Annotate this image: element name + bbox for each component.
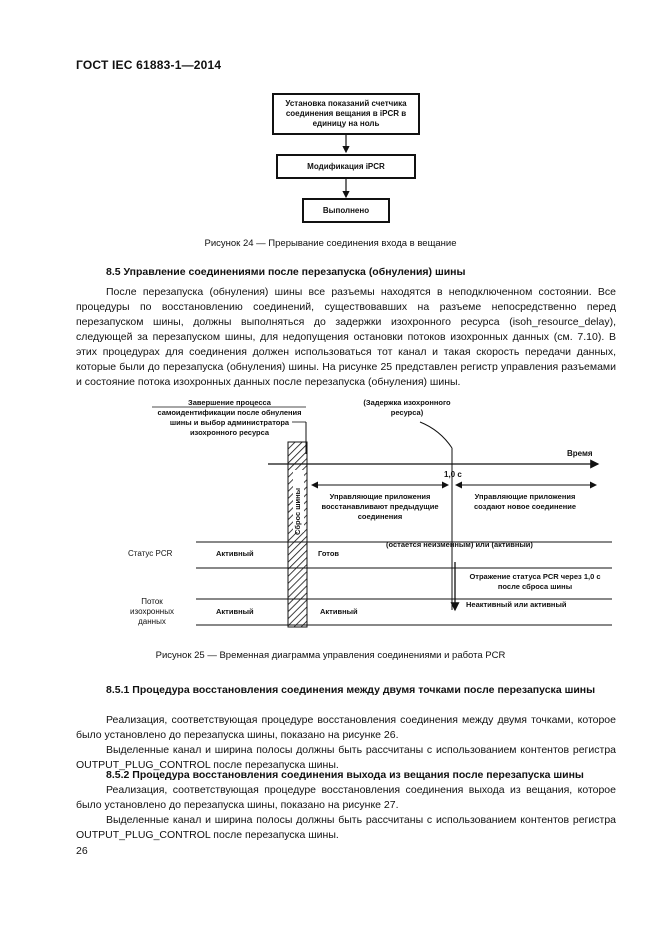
document-header: ГОСТ IEC 61883-1—2014 xyxy=(76,58,222,72)
top-left-line1: Завершение процесса самоидентификации по… xyxy=(157,398,302,437)
figure24-caption: Рисунок 24 — Прерывание соединения входа… xyxy=(204,238,457,249)
right-region-label: Управляющие приложения создают новое сое… xyxy=(473,492,577,511)
left-region-label: Управляющие приложения восстанавливают п… xyxy=(321,492,439,521)
pcr-status-label: Статус PCR xyxy=(128,549,173,558)
section-8-5-title: 8.5 Управление соединениями после переза… xyxy=(106,266,466,278)
section-8-5-2-p2: Выделенные канал и ширина полосы должны … xyxy=(76,814,616,841)
flow-box-modify-ipcr: Модификация iPCR xyxy=(276,154,416,179)
figure25-caption: Рисунок 25 — Временная диаграмма управле… xyxy=(155,650,506,661)
section-8-5-2-p1: Реализация, соответствующая процедуре во… xyxy=(76,784,616,811)
figure24-arrows xyxy=(342,134,350,199)
time-label: Время xyxy=(567,449,593,458)
pcr-ready-label: Готов xyxy=(318,549,340,558)
iso-stream-label: Поток изохронных данных xyxy=(130,597,174,626)
section-8-5-paragraph: После перезапуска (обнуления) шины все р… xyxy=(76,286,616,388)
figure25-diagram xyxy=(152,406,612,628)
section-8-5-1-p2: Выделенные канал и ширина полосы должны … xyxy=(76,744,616,771)
pcr-unchanged-label: (остается неизменным) или (активный) xyxy=(386,540,533,549)
top-right-leader xyxy=(419,421,453,449)
section-8-5-2-title: 8.5.2 Процедура восстановления соединени… xyxy=(106,769,584,781)
iso-active-left: Активный xyxy=(216,607,254,616)
one-sec-label: 1,0 с xyxy=(444,470,462,479)
section-8-5-1-p1: Реализация, соответствующая процедуре во… xyxy=(76,714,616,741)
iso-active-right: Активный xyxy=(320,607,358,616)
bus-reset-label: Сброс шины xyxy=(293,487,302,535)
flow-box-done: Выполнено xyxy=(302,198,390,223)
page-number: 26 xyxy=(76,845,88,857)
section-8-5-1-title: 8.5.1 Процедура восстановления соединени… xyxy=(106,684,596,696)
flow-box-set-counter: Установка показаний счетчика соединения … xyxy=(272,93,420,135)
top-right-label: (Задержка изохронного ресурса) xyxy=(363,398,451,417)
pcr-final-label: Неактивный или активный xyxy=(466,600,567,609)
pcr-active-label: Активный xyxy=(216,549,254,558)
pcr-reflection-label: Отражение статуса PCR через 1,0 с после … xyxy=(469,572,601,591)
